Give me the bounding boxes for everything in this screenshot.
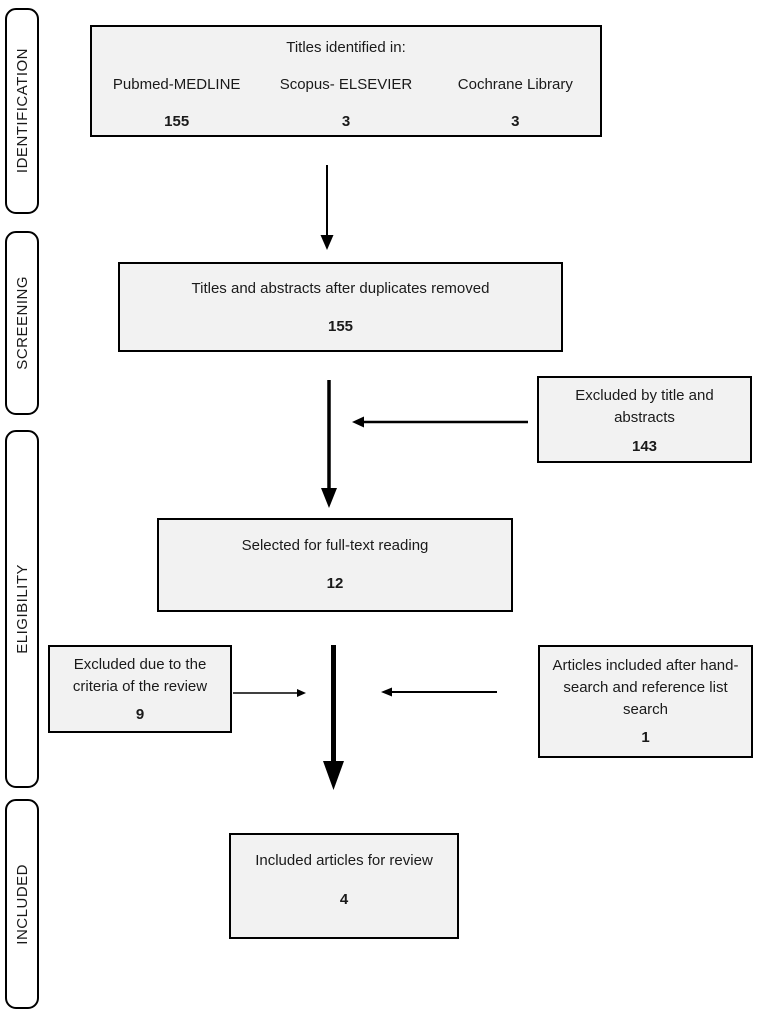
excluded-criteria-count: 9 bbox=[135, 705, 145, 723]
stage-screening-label: SCREENING bbox=[13, 276, 31, 370]
excluded-title-abstracts-count: 143 bbox=[631, 437, 658, 455]
hand-search-count: 1 bbox=[641, 729, 650, 747]
hand-search-label: Articles included after hand-search and … bbox=[552, 657, 739, 718]
source-scopus-count: 3 bbox=[341, 112, 351, 130]
arrow-excluded-criteria bbox=[233, 686, 307, 700]
box-excluded-title-abstracts: Excluded by title and abstracts 143 bbox=[537, 376, 752, 463]
full-text-reading-label: Selected for full-text reading bbox=[241, 537, 429, 554]
source-scopus: Scopus- ELSEVIER 3 bbox=[261, 74, 430, 133]
excluded-title-abstracts-label: Excluded by title and abstracts bbox=[575, 387, 714, 426]
stage-identification-label: IDENTIFICATION bbox=[13, 48, 31, 174]
source-cochrane-count: 3 bbox=[511, 112, 520, 130]
full-text-reading-count: 12 bbox=[326, 574, 344, 592]
box-titles-identified: Titles identified in: Pubmed-MEDLINE 155… bbox=[90, 25, 602, 137]
included-articles-count: 4 bbox=[339, 890, 349, 908]
arrow-hand-search bbox=[381, 685, 497, 699]
arrow-identification-to-screening bbox=[317, 165, 337, 250]
source-cochrane: Cochrane Library 3 bbox=[431, 74, 600, 133]
stage-included: INCLUDED bbox=[5, 799, 39, 1009]
duplicates-removed-label: Titles and abstracts after duplicates re… bbox=[191, 280, 490, 297]
box-included-articles: Included articles for review 4 bbox=[229, 833, 459, 939]
stage-screening: SCREENING bbox=[5, 231, 39, 415]
excluded-criteria-label: Excluded due to the criteria of the revi… bbox=[72, 656, 208, 695]
source-cochrane-name: Cochrane Library bbox=[457, 75, 573, 93]
duplicates-removed-count: 155 bbox=[327, 317, 354, 335]
source-columns: Pubmed-MEDLINE 155 Scopus- ELSEVIER 3 Co… bbox=[92, 74, 600, 133]
arrow-eligibility-to-included bbox=[320, 645, 347, 790]
source-pubmed-count: 155 bbox=[164, 112, 190, 130]
stage-eligibility-label: ELIGIBILITY bbox=[13, 564, 31, 654]
stage-identification: IDENTIFICATION bbox=[5, 8, 39, 214]
box-duplicates-removed: Titles and abstracts after duplicates re… bbox=[118, 262, 563, 352]
source-pubmed-name: Pubmed-MEDLINE bbox=[112, 75, 241, 93]
arrow-screening-to-eligibility bbox=[318, 380, 340, 508]
box-hand-search: Articles included after hand-search and … bbox=[538, 645, 753, 758]
titles-identified-title: Titles identified in: bbox=[286, 39, 406, 56]
stage-included-label: INCLUDED bbox=[13, 863, 31, 945]
stage-eligibility: ELIGIBILITY bbox=[5, 430, 39, 788]
box-excluded-criteria: Excluded due to the criteria of the revi… bbox=[48, 645, 232, 733]
source-pubmed: Pubmed-MEDLINE 155 bbox=[92, 74, 261, 133]
source-scopus-name: Scopus- ELSEVIER bbox=[279, 75, 413, 93]
box-full-text-reading: Selected for full-text reading 12 bbox=[157, 518, 513, 612]
arrow-excluded-title-abstracts bbox=[352, 414, 530, 430]
included-articles-label: Included articles for review bbox=[255, 852, 433, 869]
